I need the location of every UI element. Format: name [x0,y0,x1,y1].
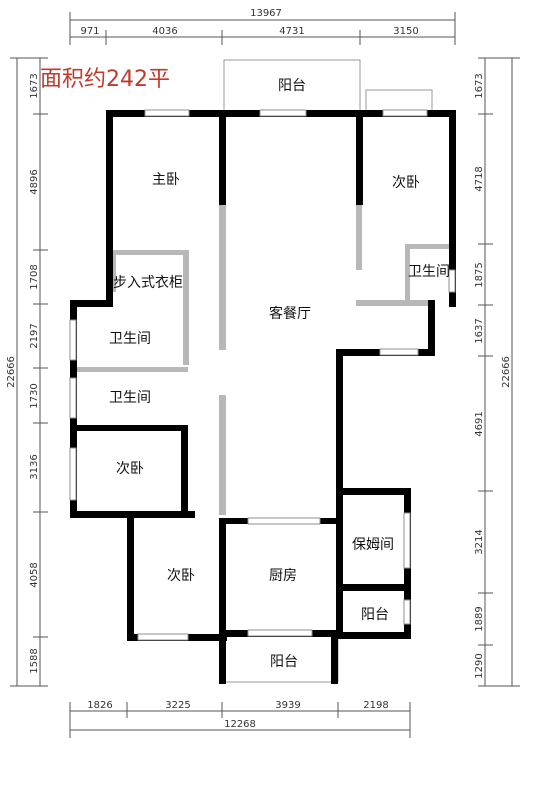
dim-left-total: 22666 [6,356,17,388]
dim-bottom-total: 12268 [224,719,256,730]
area-label: 面积约242平 [40,67,170,92]
room-label-second-bedroom-right: 次卧 [392,175,420,191]
dim-right-1: 1673 [474,73,485,98]
dim-left-3: 1708 [29,264,40,289]
room-label-bath-left-2: 卫生间 [109,390,151,406]
room-label-balcony-bottom: 阳台 [270,654,298,670]
room-label-bedroom-left: 次卧 [116,461,144,477]
dim-bottom-3: 3939 [275,700,300,711]
room-label-walk-in-closet: 步入式衣柜 [113,275,183,291]
dim-top-4: 3150 [393,26,418,37]
dim-top-3: 4731 [279,26,304,37]
dim-left-1: 1673 [29,73,40,98]
dim-left-4: 2197 [29,323,40,348]
dim-bottom-2: 3225 [165,700,190,711]
room-label-living-dining: 客餐厅 [269,305,311,322]
room-label-bedroom-bottom: 次卧 [167,568,195,584]
dim-right-3: 1875 [474,262,485,287]
dim-right-4: 1637 [474,318,485,343]
dim-left-2: 4896 [29,169,40,194]
dim-left-7: 4058 [29,562,40,587]
room-label-bath-right: 卫生间 [408,264,450,280]
dim-left-8: 1588 [29,648,40,673]
windows [69,109,456,641]
dim-right-5: 4691 [474,411,485,436]
dim-bottom-4: 2198 [363,700,388,711]
room-label-master-bedroom: 主卧 [152,172,180,188]
dim-right-8: 1290 [474,653,485,678]
dim-top-1: 971 [80,26,99,37]
dim-right-total: 22666 [501,356,512,388]
dim-left-5: 1730 [29,383,40,408]
dim-right-2: 4718 [474,166,485,191]
dim-left-6: 3136 [29,454,40,479]
room-label-balcony-top: 阳台 [278,78,306,94]
room-label-kitchen: 厨房 [269,568,297,584]
dimension-lines [10,12,520,738]
room-label-bath-left-1: 卫生间 [109,331,151,347]
dim-right-7: 1889 [474,606,485,631]
dim-top-total: 13967 [250,8,282,19]
dim-right-6: 3214 [474,529,485,554]
room-label-nanny-room: 保姆间 [352,537,394,553]
room-label-balcony-small: 阳台 [361,607,389,623]
dim-top-2: 4036 [152,26,177,37]
dim-bottom-1: 1826 [87,700,112,711]
